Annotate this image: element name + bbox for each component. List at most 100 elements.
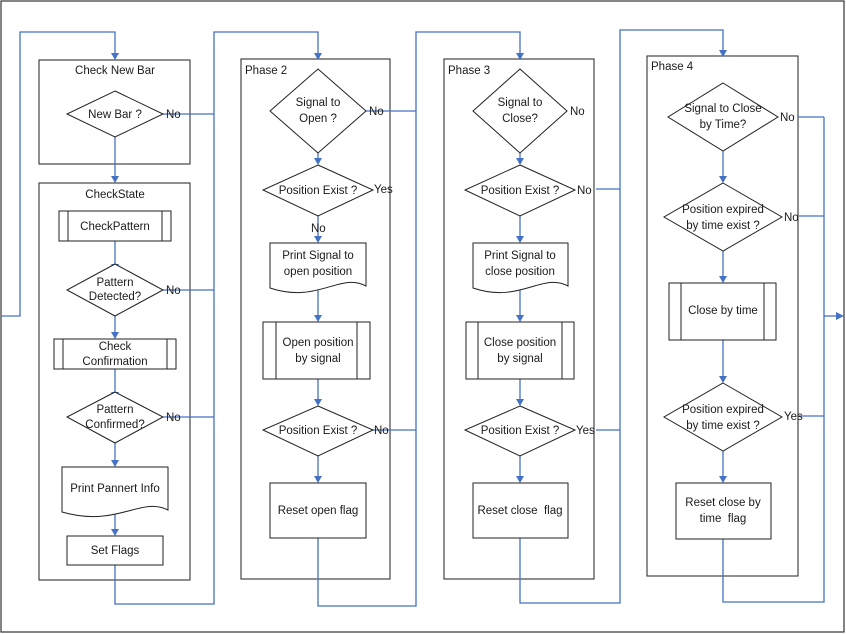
decision-p3-position-exist-2: Position Exist ?	[463, 405, 577, 457]
arrowhead	[516, 236, 524, 243]
node-label: by time exist ?	[686, 220, 760, 232]
branch-label-no: No	[166, 412, 181, 424]
subprocess-check-confirmation: Check Confirmation	[53, 338, 177, 370]
arrowhead	[111, 53, 119, 60]
node-label: New Bar ?	[88, 109, 142, 121]
node-label: open position	[284, 266, 352, 278]
node-label: Position Exist ?	[279, 185, 358, 197]
node-label: Set Flags	[91, 545, 140, 557]
branch-label-yes: Yes	[576, 425, 595, 437]
subprocess-close-by-signal: Close position by signal	[465, 321, 575, 380]
arrowhead	[719, 176, 727, 183]
connectors	[1, 29, 836, 607]
container-title: Check New Bar	[75, 65, 155, 77]
node-label: Close position	[484, 337, 556, 349]
arrowhead	[719, 50, 727, 57]
decision-diamond	[261, 405, 375, 457]
arrowhead	[314, 53, 322, 60]
node-label: Pattern	[96, 404, 133, 416]
connector-phase-4-exit	[722, 117, 825, 603]
branch-label-no: No	[166, 285, 181, 297]
node-label: Print Signal to	[282, 250, 354, 262]
arrowhead-exit	[836, 312, 844, 320]
arrowhead	[516, 158, 524, 165]
node-label: Position Exist ?	[279, 425, 358, 437]
node-label: Detected?	[89, 291, 141, 303]
branch-label-no: No	[311, 223, 326, 235]
arrowhead	[111, 460, 119, 467]
node-label: Signal to Close	[684, 103, 761, 115]
decision-pattern-confirmed: Pattern Confirmed?	[65, 391, 165, 444]
node-label: Reset close flag	[477, 505, 562, 517]
decision-diamond	[269, 68, 367, 154]
branch-label-no: No	[780, 112, 795, 124]
document-print-signal-close: Print Signal to close position	[472, 242, 569, 294]
arrowhead	[314, 476, 322, 483]
decision-diamond	[65, 391, 165, 444]
node-label: time flag	[700, 513, 747, 525]
arrowhead	[314, 158, 322, 165]
decision-diamond	[662, 382, 784, 452]
process-box	[58, 210, 172, 242]
node-label: by time exist ?	[686, 420, 760, 432]
node-label: Pattern	[96, 277, 133, 289]
decision-expired-exist-1: Position expired by time exist ?	[662, 182, 784, 252]
node-label: Position expired	[682, 204, 764, 216]
decision-p2-position-exist-2: Position Exist ?	[261, 405, 375, 457]
node-label: Position expired	[682, 404, 764, 416]
node-label: Position Exist ?	[481, 185, 560, 197]
process-reset-open-flag: Reset open flag	[269, 482, 367, 539]
process-box	[262, 321, 371, 380]
connector-to-phase-3	[317, 31, 521, 607]
node-label: Check	[99, 341, 132, 353]
decision-diamond	[65, 263, 165, 317]
node-label: Open position	[283, 337, 354, 349]
decision-expired-exist-2: Position expired by time exist ?	[662, 382, 784, 452]
connector-to-phase-4	[519, 29, 724, 604]
decision-p3-position-exist: Position Exist ?	[463, 164, 577, 217]
node-label: Position Exist ?	[481, 425, 560, 437]
arrowhead	[314, 399, 322, 406]
arrowhead	[111, 176, 119, 183]
node-label: Close?	[502, 113, 538, 125]
container-title: Phase 3	[448, 65, 490, 77]
branch-label-no: No	[374, 425, 389, 437]
node-label: Reset open flag	[278, 505, 359, 517]
container-title: Phase 4	[651, 61, 694, 73]
document-shape	[61, 466, 169, 517]
decision-signal-close-by-time: Signal to Close by Time?	[667, 82, 779, 152]
node-label: by signal	[295, 353, 340, 365]
document-print-signal-open: Print Signal to open position	[269, 242, 367, 294]
decision-diamond	[463, 164, 577, 217]
process-reset-close-flag: Reset close flag	[472, 482, 569, 539]
connector-to-phase-2	[114, 31, 319, 605]
node-label: Confirmation	[82, 356, 147, 368]
process-box	[269, 482, 367, 539]
node-label: Print Signal to	[484, 250, 556, 262]
document-print-pattern-info: Print Pannert Info	[61, 466, 169, 517]
process-box	[472, 482, 569, 539]
process-box	[465, 321, 575, 380]
container-title: Phase 2	[245, 65, 287, 77]
branch-label-no: No	[369, 106, 384, 118]
node-label: Print Pannert Info	[70, 483, 160, 495]
node-label: Open ?	[299, 113, 337, 125]
document-shape	[472, 242, 569, 294]
subprocess-open-by-signal: Open position by signal	[262, 321, 371, 380]
branch-label-yes: Yes	[784, 411, 803, 423]
arrowhead	[516, 399, 524, 406]
arrowhead	[314, 236, 322, 243]
decision-pattern-detected: Pattern Detected?	[65, 263, 165, 317]
decision-signal-to-open: Signal to Open ?	[269, 68, 367, 154]
decision-p2-position-exist: Position Exist ?	[261, 164, 375, 217]
branch-labels: No No No No Yes No No No No Yes No No Ye…	[166, 106, 803, 437]
branch-label-yes: Yes	[374, 184, 393, 196]
process-set-flags: Set Flags	[66, 535, 164, 566]
document-shape	[269, 242, 367, 294]
node-label: Reset close by	[685, 497, 761, 509]
subprocess-check-pattern: CheckPattern	[58, 210, 172, 242]
decision-signal-to-close: Signal to Close?	[472, 68, 568, 154]
node-label: close position	[485, 266, 555, 278]
